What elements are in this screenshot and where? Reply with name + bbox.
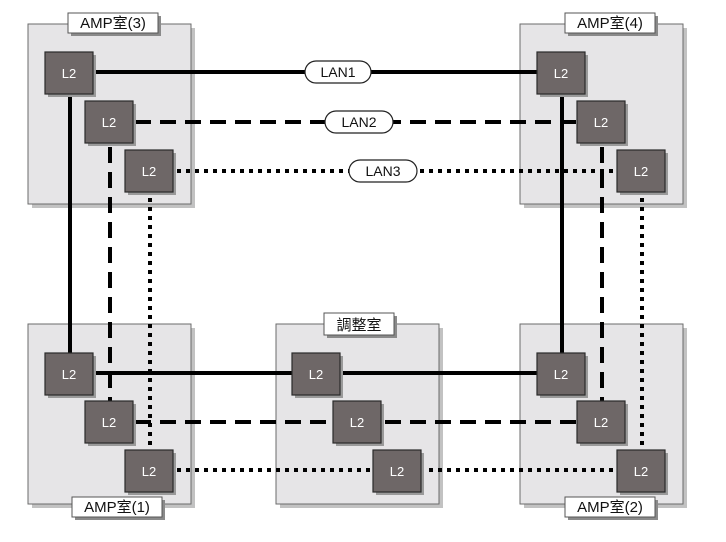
switch-label: L2	[594, 415, 608, 430]
switch-label: L2	[634, 464, 648, 479]
switch-amp3-lan1: L2	[44, 51, 96, 97]
lan2-label-text: LAN2	[341, 114, 376, 130]
switch-amp3-lan3: L2	[124, 149, 176, 195]
room-label-amp1: AMP室(1)	[71, 496, 165, 520]
switch-label: L2	[142, 464, 156, 479]
room-label-text: AMP室(3)	[80, 15, 146, 32]
room-label-text: 調整室	[336, 317, 381, 334]
switch-label: L2	[554, 367, 568, 382]
switch-label: L2	[62, 66, 76, 81]
switch-amp1-lan1: L2	[44, 352, 96, 398]
switch-amp2-lan3: L2	[616, 449, 668, 495]
room-label-control: 調整室	[323, 312, 397, 338]
room-label-amp3: AMP室(3)	[67, 12, 161, 36]
lan1-label-text: LAN1	[320, 64, 355, 80]
switch-amp2-lan1: L2	[536, 352, 588, 398]
switch-control-lan3: L2	[372, 449, 424, 495]
switch-label: L2	[554, 66, 568, 81]
switch-amp4-lan1: L2	[536, 51, 588, 97]
switch-label: L2	[390, 464, 404, 479]
room-label-amp4: AMP室(4)	[564, 12, 658, 36]
room-label-text: AMP室(1)	[84, 499, 150, 516]
switch-amp1-lan3: L2	[124, 449, 176, 495]
switch-amp2-lan2: L2	[576, 400, 628, 446]
switch-label: L2	[634, 164, 648, 179]
switch-amp4-lan3: L2	[616, 149, 668, 195]
switch-label: L2	[102, 415, 116, 430]
switch-amp1-lan2: L2	[84, 400, 136, 446]
lan1-label: LAN1	[304, 60, 372, 84]
lan2-label: LAN2	[324, 110, 394, 134]
switch-amp3-lan2: L2	[84, 100, 136, 146]
lan3-label: LAN3	[348, 159, 418, 183]
room-label-amp2: AMP室(2)	[564, 496, 658, 520]
switch-label: L2	[350, 415, 364, 430]
switch-control-lan2: L2	[332, 400, 384, 446]
switch-control-lan1: L2	[291, 352, 343, 398]
switch-amp4-lan2: L2	[576, 100, 628, 146]
switch-label: L2	[309, 367, 323, 382]
lan3-label-text: LAN3	[365, 163, 400, 179]
switch-label: L2	[102, 115, 116, 130]
switch-label: L2	[142, 164, 156, 179]
room-label-text: AMP室(4)	[577, 15, 643, 32]
switch-label: L2	[594, 115, 608, 130]
room-label-text: AMP室(2)	[577, 499, 643, 516]
switch-label: L2	[62, 367, 76, 382]
